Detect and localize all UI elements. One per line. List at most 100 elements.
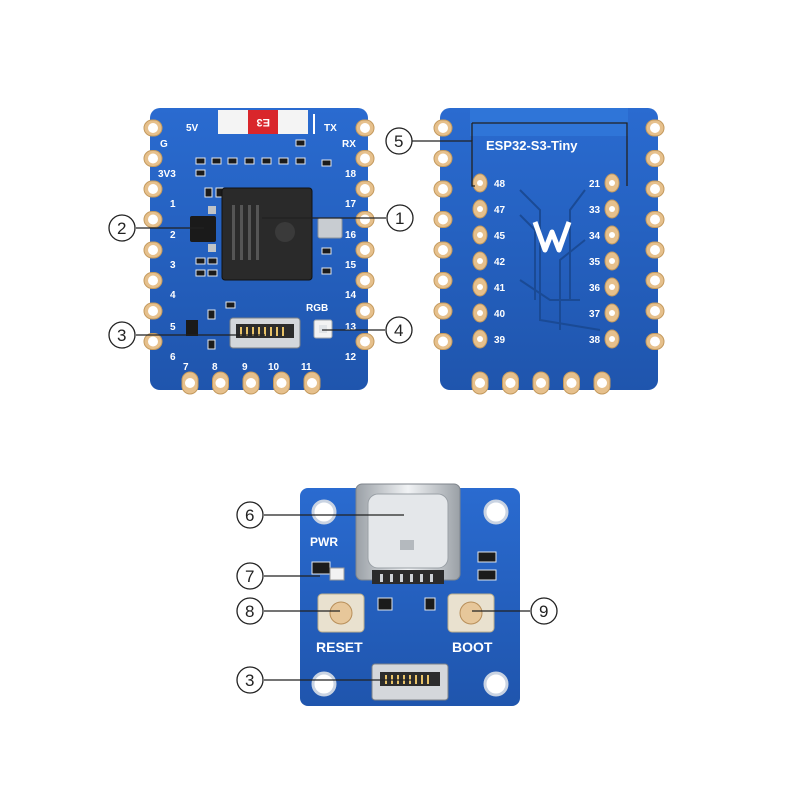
back-pin-right-6: 38 — [589, 335, 601, 346]
edge-pad-hole — [438, 215, 448, 225]
mounting-hole — [313, 673, 335, 695]
callout-4-label: 4 — [394, 321, 403, 340]
back-pin-left-6: 39 — [494, 335, 506, 346]
pin-label-right-1: 18 — [345, 169, 357, 180]
back-pin-right-5: 37 — [589, 309, 601, 320]
edge-pad-hole — [148, 123, 158, 133]
edge-pad-hole — [360, 123, 370, 133]
mounting-hole — [313, 501, 335, 523]
antenna-keepout — [470, 108, 628, 136]
back-pin-left-1: 47 — [494, 205, 506, 216]
back-pin-right-3: 35 — [589, 257, 601, 268]
back-pin-left-2: 45 — [494, 231, 506, 242]
espressif-logo-icon — [275, 222, 295, 242]
edge-pad-hole — [307, 378, 317, 388]
esp32-s3-chip — [222, 188, 312, 280]
pin-label-left-3: 2 — [170, 230, 176, 241]
edge-pad-hole — [148, 245, 158, 255]
callout-2-label: 2 — [117, 219, 126, 238]
edge-pad-hole — [438, 245, 448, 255]
edge-pad-hole — [650, 123, 660, 133]
back-pin-left-0: 48 — [494, 179, 506, 190]
pin-label-right-2: 17 — [345, 199, 357, 210]
back-pin-left-3: 42 — [494, 257, 506, 268]
callout-5: 5 — [386, 128, 412, 154]
callout-1: 1 — [387, 205, 413, 231]
through-hole-pin-hole — [609, 206, 615, 212]
edge-pad-hole — [650, 154, 660, 164]
front-board: 5V E3 TX G 3V3 1 2 3 4 5 6 RX 18 17 16 1… — [144, 108, 374, 394]
back-pin-right-0: 21 — [589, 179, 601, 190]
through-hole-pin-hole — [609, 284, 615, 290]
callout-9: 9 — [531, 598, 557, 624]
through-hole-pin-hole — [477, 310, 483, 316]
pin-label-right-4: 15 — [345, 260, 357, 271]
through-hole-pin-hole — [477, 258, 483, 264]
reset-label: RESET — [316, 639, 363, 655]
through-hole-pin-hole — [477, 232, 483, 238]
callout-3-label: 3 — [117, 326, 126, 345]
pin-label-5v: 5V — [186, 123, 199, 134]
mounting-hole — [485, 501, 507, 523]
boot-label: BOOT — [452, 639, 493, 655]
edge-pad-hole — [148, 215, 158, 225]
transistor — [186, 320, 198, 336]
pin-label-left-4: 3 — [170, 260, 176, 271]
edge-pad-hole — [438, 276, 448, 286]
pin-label-left-0: G — [160, 139, 168, 150]
through-hole-pin-hole — [477, 336, 483, 342]
edge-pad-hole — [438, 154, 448, 164]
pwr-led — [330, 568, 344, 580]
edge-pad-hole — [650, 215, 660, 225]
board-title: ESP32-S3-Tiny — [486, 138, 578, 153]
edge-pad-hole — [360, 306, 370, 316]
edge-pad-hole — [360, 154, 370, 164]
through-hole-pin-hole — [609, 258, 615, 264]
callout-6: 6 — [237, 502, 263, 528]
pwr-resistor — [312, 562, 330, 574]
through-hole-pin-hole — [477, 180, 483, 186]
edge-pad-hole — [360, 337, 370, 347]
edge-pad-hole — [438, 123, 448, 133]
rgb-label: RGB — [306, 303, 328, 314]
pin-label-bottom-3: 10 — [268, 362, 280, 373]
pin-label-e3: E3 — [257, 116, 270, 128]
pin-label-bottom-0: 7 — [183, 362, 189, 373]
edge-pad-hole — [567, 378, 577, 388]
pwr-label: PWR — [310, 535, 338, 549]
through-hole-pin-hole — [609, 232, 615, 238]
edge-pad-hole — [216, 378, 226, 388]
edge-pad-hole — [148, 306, 158, 316]
pin-label-left-7: 6 — [170, 352, 176, 363]
pin-label-bottom-1: 8 — [212, 362, 218, 373]
edge-pad-hole — [597, 378, 607, 388]
edge-pad-hole — [148, 154, 158, 164]
callout-5-label: 5 — [394, 132, 403, 151]
edge-pad-hole — [148, 184, 158, 194]
usb-adapter-board: PWR RESET BOOT — [300, 484, 520, 706]
edge-pad-hole — [650, 306, 660, 316]
pin-label-right-3: 16 — [345, 230, 357, 241]
pin-label-left-6: 5 — [170, 322, 176, 333]
crystal-oscillator — [318, 218, 342, 238]
pin-label-right-6: 13 — [345, 322, 357, 333]
callout-9-label: 9 — [539, 602, 548, 621]
edge-pad-hole — [506, 378, 516, 388]
pin-label-left-2: 1 — [170, 199, 176, 210]
back-pin-right-1: 33 — [589, 205, 601, 216]
edge-pad-hole — [475, 378, 485, 388]
edge-pad-hole — [536, 378, 546, 388]
back-pin-right-4: 36 — [589, 283, 601, 294]
edge-pad-hole — [360, 184, 370, 194]
pin-label-right-7: 12 — [345, 352, 357, 363]
back-pin-right-2: 34 — [589, 231, 601, 242]
callout-8: 8 — [237, 598, 263, 624]
edge-pad-hole — [277, 378, 287, 388]
callout-2: 2 — [109, 215, 135, 241]
through-hole-pin-hole — [609, 180, 615, 186]
pin-label-bottom-4: 11 — [301, 362, 312, 373]
pin-label-bottom-2: 9 — [242, 362, 248, 373]
mounting-hole — [485, 673, 507, 695]
edge-pad-hole — [360, 245, 370, 255]
